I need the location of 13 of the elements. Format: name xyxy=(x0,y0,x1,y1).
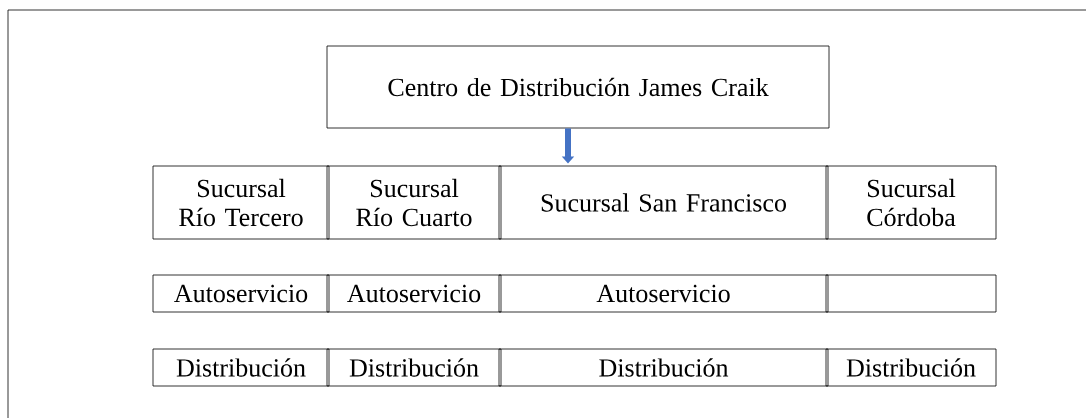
table-cell: Distribución xyxy=(326,348,502,387)
table-cell: Distribución xyxy=(825,348,997,387)
table-cell: Autoservicio xyxy=(326,274,502,313)
table-cell: Autoservicio xyxy=(152,274,330,313)
table-cell: Autoservicio xyxy=(498,274,829,313)
table-cell: Sucursal Río Cuarto xyxy=(326,165,502,240)
table-cell: Sucursal Río Tercero xyxy=(152,165,330,240)
title-box: Centro de Distribución James Craik xyxy=(326,45,830,129)
table-cell: Sucursal San Francisco xyxy=(498,165,829,240)
table-cell: Distribución xyxy=(498,348,829,387)
table-cell: Distribución xyxy=(152,348,330,387)
table-cell: Sucursal Córdoba xyxy=(825,165,997,240)
empty-cell xyxy=(825,274,997,313)
